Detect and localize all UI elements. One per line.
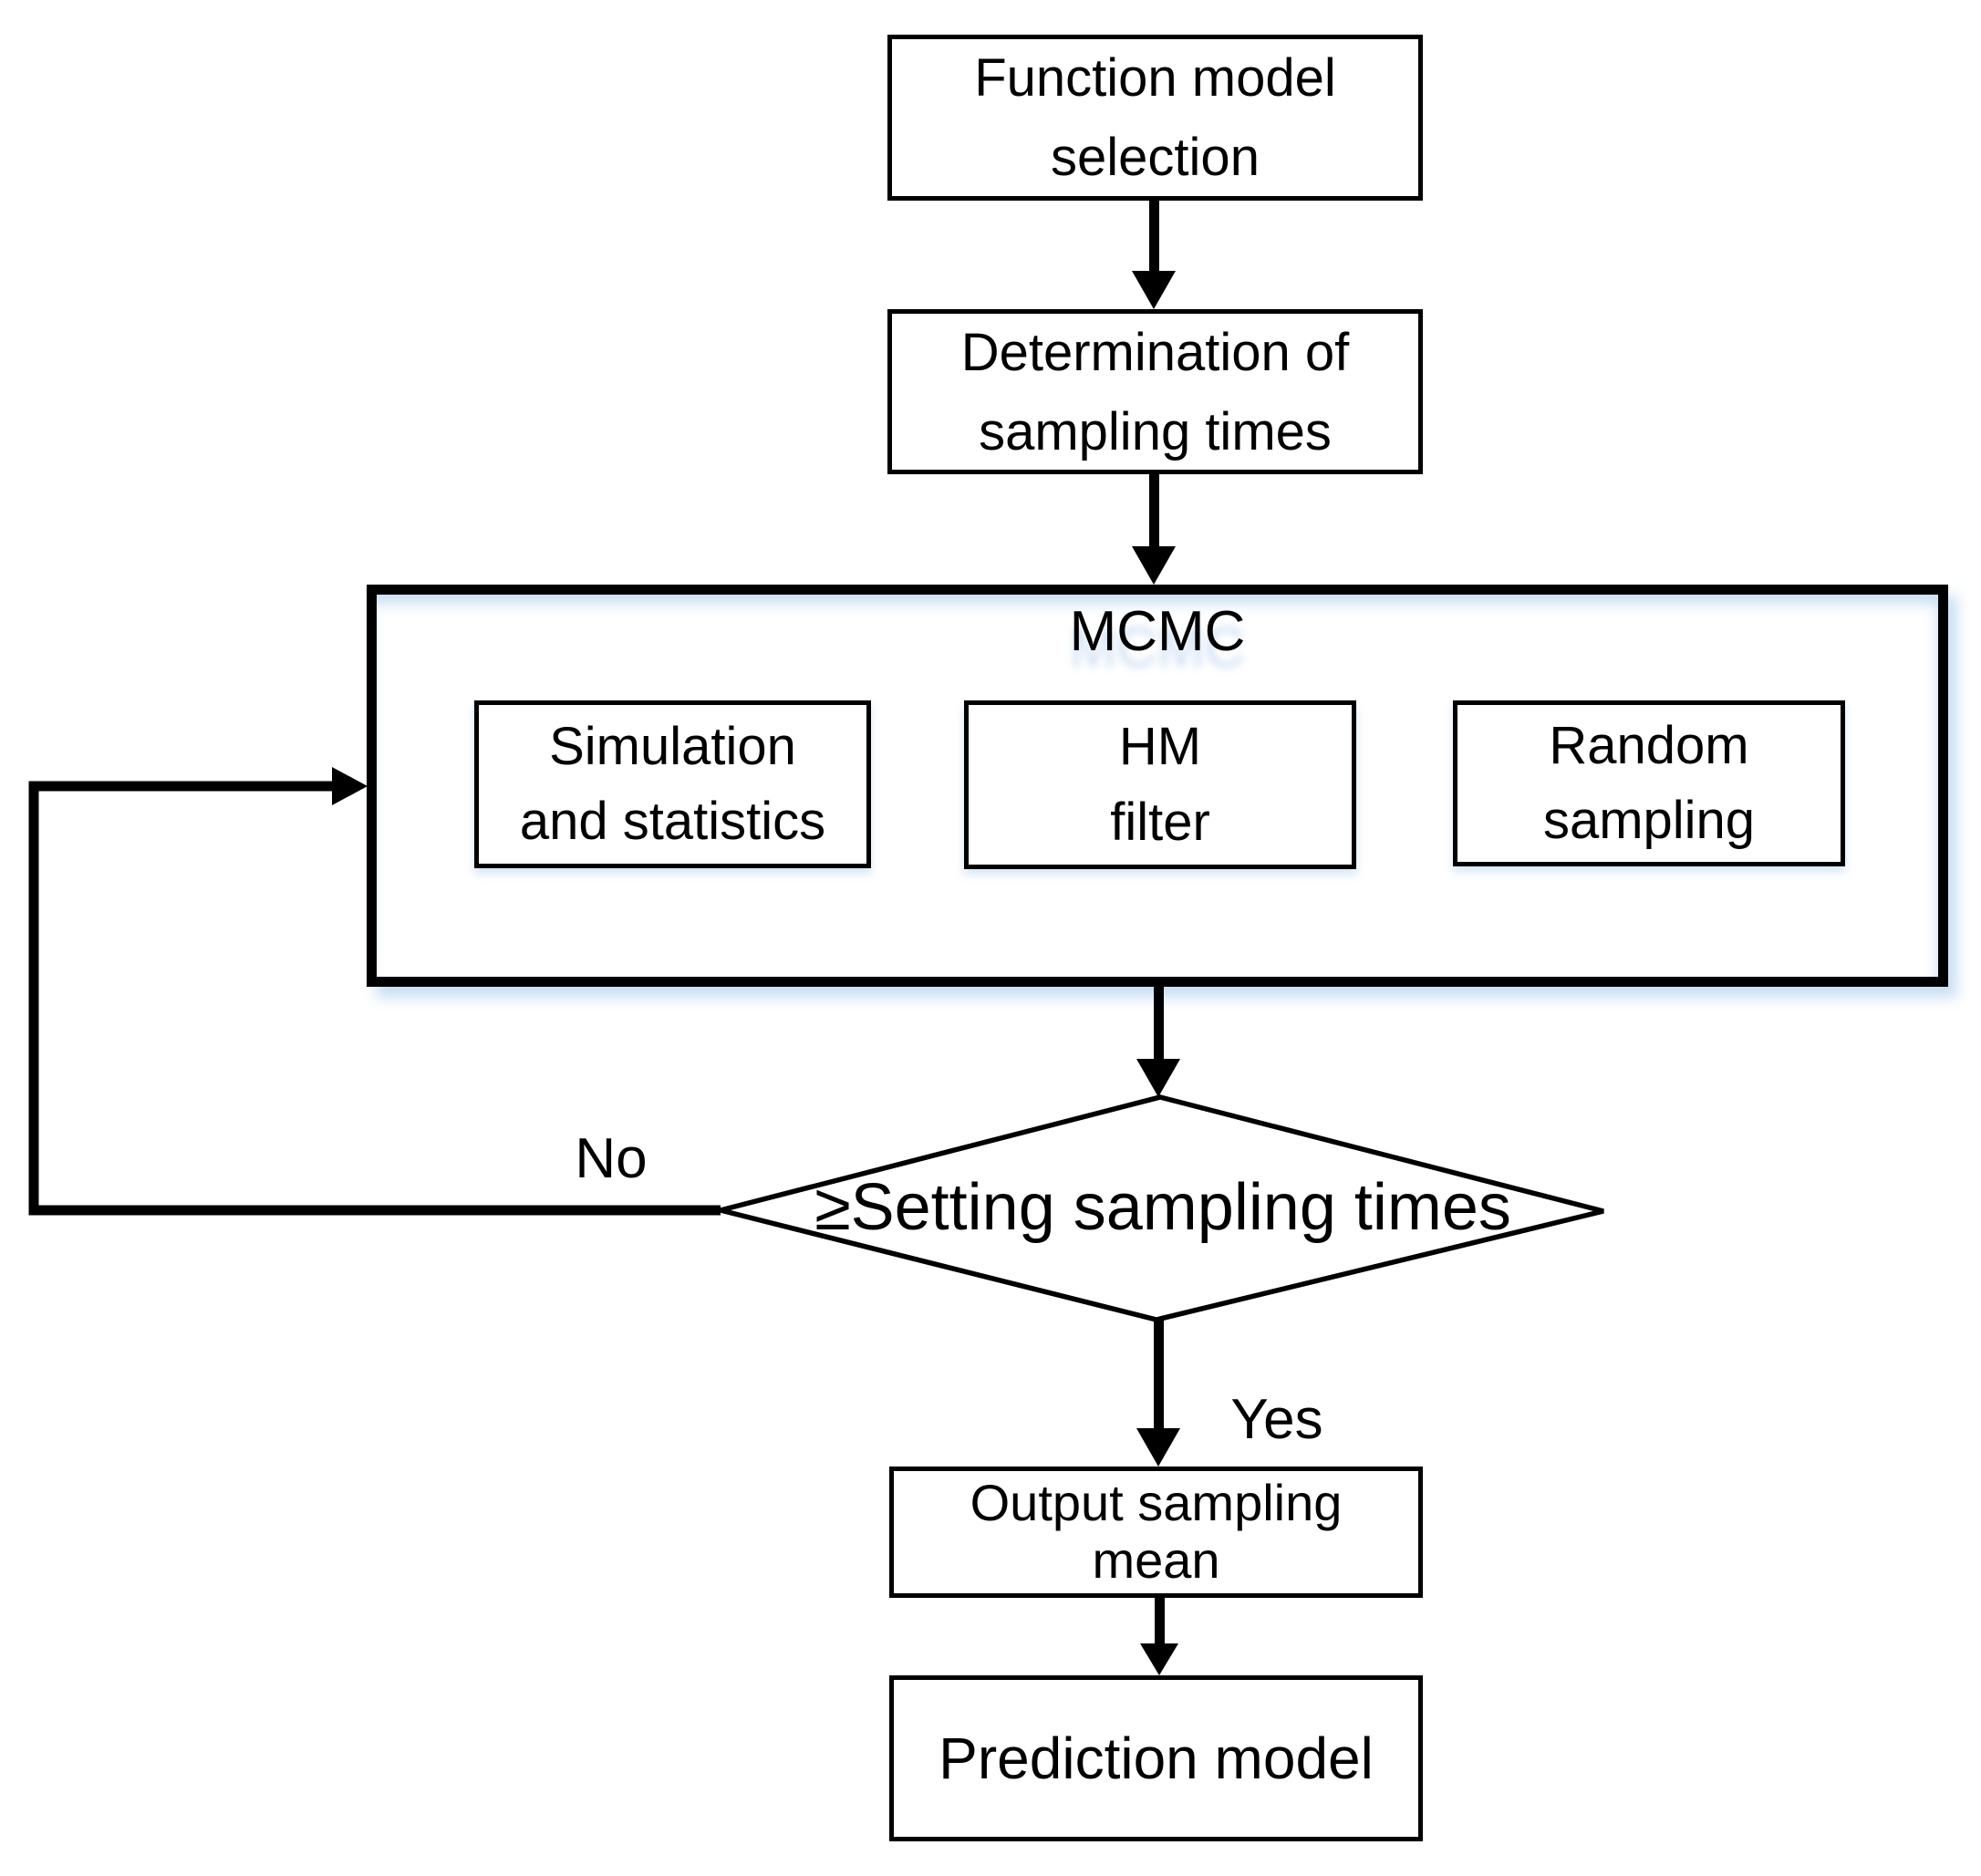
arrow-down-icon bbox=[1140, 1643, 1178, 1675]
node-simulation-and-statistics: Simulation and statistics bbox=[474, 700, 871, 868]
node-label-line: Prediction model bbox=[939, 1725, 1374, 1791]
node-output-sampling-mean: Output sampling mean bbox=[889, 1467, 1423, 1598]
node-label-line: selection bbox=[1051, 128, 1260, 187]
arrow-down-icon bbox=[1136, 1428, 1180, 1467]
node-label-line: Random bbox=[1549, 715, 1749, 775]
node-label-line: filter bbox=[1110, 792, 1210, 852]
node-determination-of-sampling-times: Determination of sampling times bbox=[887, 309, 1423, 474]
arrow-determination-to-mcmc bbox=[1149, 473, 1159, 546]
node-label-line: Output sampling bbox=[970, 1474, 1343, 1532]
node-label-line: sampling times bbox=[979, 401, 1332, 461]
arrow-right-icon bbox=[332, 767, 368, 805]
node-label-line: mean bbox=[1092, 1531, 1220, 1589]
arrow-function-to-determination bbox=[1149, 200, 1159, 271]
node-label-line: sampling bbox=[1542, 791, 1756, 850]
node-label-line: HM bbox=[1118, 717, 1202, 777]
node-label-line: Function model bbox=[974, 48, 1336, 108]
yes-branch-label: Yes bbox=[1230, 1388, 1323, 1451]
decision-label: ≥Setting sampling times bbox=[814, 1171, 1511, 1244]
node-prediction-model: Prediction model bbox=[889, 1675, 1423, 1841]
node-label-line: Simulation bbox=[549, 716, 796, 776]
node-random-sampling: Random sampling bbox=[1453, 700, 1845, 866]
arrow-down-icon bbox=[1136, 1059, 1180, 1097]
arrow-output-to-prediction bbox=[1155, 1597, 1165, 1643]
arrow-decision-to-output bbox=[1154, 1320, 1164, 1428]
no-branch-label: No bbox=[575, 1127, 648, 1190]
arrow-mcmc-to-decision bbox=[1154, 986, 1164, 1059]
node-hm-filter: HM filter bbox=[964, 700, 1356, 869]
node-function-model-selection: Function model selection bbox=[887, 35, 1423, 201]
mcmc-title: MCMC bbox=[1069, 600, 1246, 663]
arrow-down-icon bbox=[1132, 271, 1176, 309]
no-feedback-loop-line bbox=[28, 781, 721, 1216]
node-label-line: Determination of bbox=[960, 322, 1350, 382]
arrow-down-icon bbox=[1132, 546, 1176, 585]
node-label-line: and statistics bbox=[519, 792, 826, 851]
